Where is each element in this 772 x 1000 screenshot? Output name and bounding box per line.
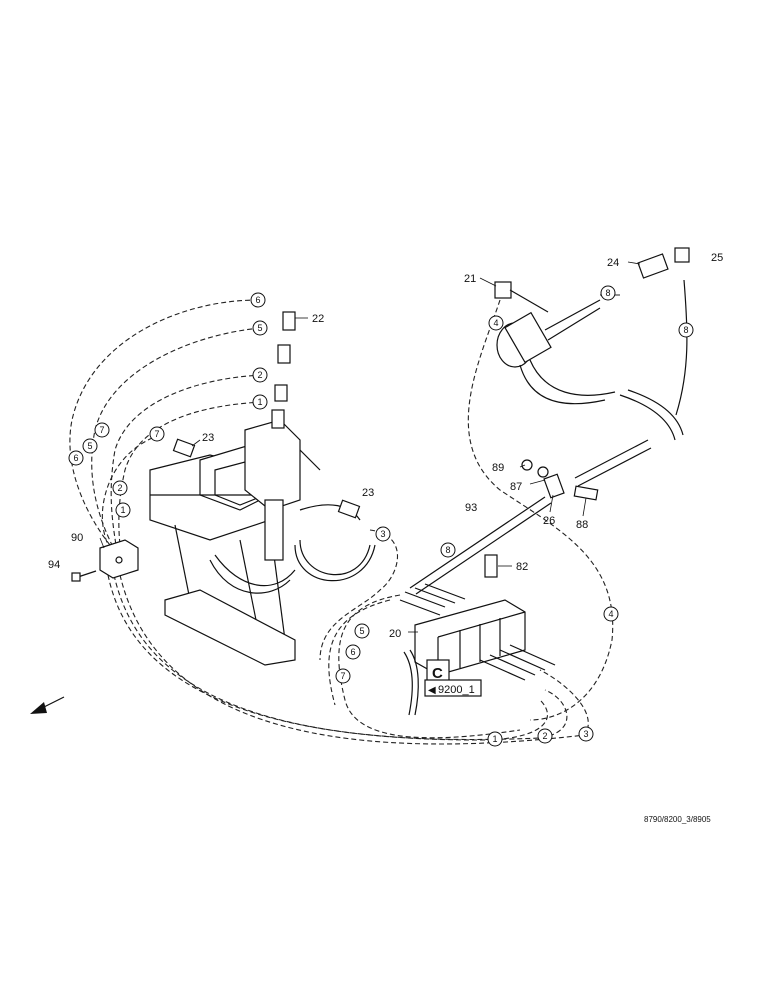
marker-8-c: 8: [440, 542, 456, 558]
block-90: [71, 539, 139, 582]
label-82: 82: [516, 561, 528, 573]
marker-5-c: 5: [354, 623, 370, 639]
hose-routes: [69, 294, 620, 745]
section-letter: C: [432, 665, 443, 682]
label-23-b: 23: [362, 487, 374, 499]
fitting-23: [172, 438, 361, 519]
marker-2-c: 2: [537, 728, 553, 744]
svg-text:1: 1: [120, 505, 125, 515]
label-94: 94: [48, 559, 60, 571]
svg-text:6: 6: [255, 295, 260, 305]
mounting-frame: [149, 419, 376, 666]
marker-6-c: 6: [345, 644, 361, 660]
valve-20: [399, 554, 556, 716]
section-reference: 9200_1: [438, 684, 475, 696]
marker-2-a: 2: [252, 367, 268, 383]
marker-1-b: 1: [115, 502, 131, 518]
svg-text:2: 2: [257, 370, 262, 380]
svg-text:4: 4: [608, 609, 613, 619]
line-markers: 6 5 2 1 7 7 5 6 2 1 3 4 8 8 8 4 5 6 7 1 …: [68, 285, 694, 747]
label-21: 21: [464, 273, 476, 285]
label-23-a: 23: [202, 432, 214, 444]
marker-3-b: 3: [578, 726, 594, 742]
svg-text:2: 2: [117, 483, 122, 493]
marker-8-a: 8: [600, 285, 616, 301]
marker-8-b: 8: [678, 322, 694, 338]
marker-5-b: 5: [82, 438, 98, 454]
label-90: 90: [71, 532, 83, 544]
label-87: 87: [510, 481, 522, 493]
pipe-93: [409, 496, 552, 595]
svg-text:7: 7: [154, 429, 159, 439]
drawing-reference: 8790/8200_3/8905: [644, 815, 711, 824]
svg-text:6: 6: [73, 453, 78, 463]
marker-6-a: 6: [250, 292, 266, 308]
svg-text:1: 1: [492, 734, 497, 744]
svg-text:7: 7: [340, 671, 345, 681]
svg-text:8: 8: [445, 545, 450, 555]
svg-text:7: 7: [99, 425, 104, 435]
marker-7-b: 7: [94, 422, 110, 438]
leaders: [99, 261, 641, 633]
label-26: 26: [543, 515, 555, 527]
marker-7-c: 7: [335, 668, 351, 684]
svg-text:5: 5: [257, 323, 262, 333]
svg-text:8: 8: [683, 325, 688, 335]
label-24: 24: [607, 257, 619, 269]
svg-text:5: 5: [87, 441, 92, 451]
label-88: 88: [576, 519, 588, 531]
marker-1-a: 1: [252, 394, 268, 410]
marker-5-a: 5: [252, 320, 268, 336]
marker-6-b: 6: [68, 450, 84, 466]
direction-arrow: [30, 696, 65, 714]
marker-7-a: 7: [149, 426, 165, 442]
fitting-22: [271, 311, 308, 429]
marker-4-b: 4: [603, 606, 619, 622]
section-box: [424, 659, 482, 697]
svg-text:5: 5: [359, 626, 364, 636]
label-93: 93: [465, 502, 477, 514]
svg-text:3: 3: [380, 529, 385, 539]
label-22: 22: [312, 313, 324, 325]
label-89: 89: [492, 462, 504, 474]
svg-text:8: 8: [605, 288, 610, 298]
label-20: 20: [389, 628, 401, 640]
svg-text:3: 3: [583, 729, 588, 739]
motor-assembly: [494, 247, 690, 501]
marker-1-c: 1: [487, 731, 503, 747]
label-25: 25: [711, 252, 723, 264]
section-arrow-icon: ◀: [428, 685, 436, 696]
marker-4-a: 4: [488, 315, 504, 331]
svg-text:2: 2: [542, 731, 547, 741]
svg-text:4: 4: [493, 318, 498, 328]
svg-text:6: 6: [350, 647, 355, 657]
marker-2-b: 2: [112, 480, 128, 496]
svg-text:1: 1: [257, 397, 262, 407]
marker-3-a: 3: [375, 526, 391, 542]
part-labels: 21 24 25 22 23 23 89 87 26 88 93 82 20 9…: [48, 252, 723, 640]
